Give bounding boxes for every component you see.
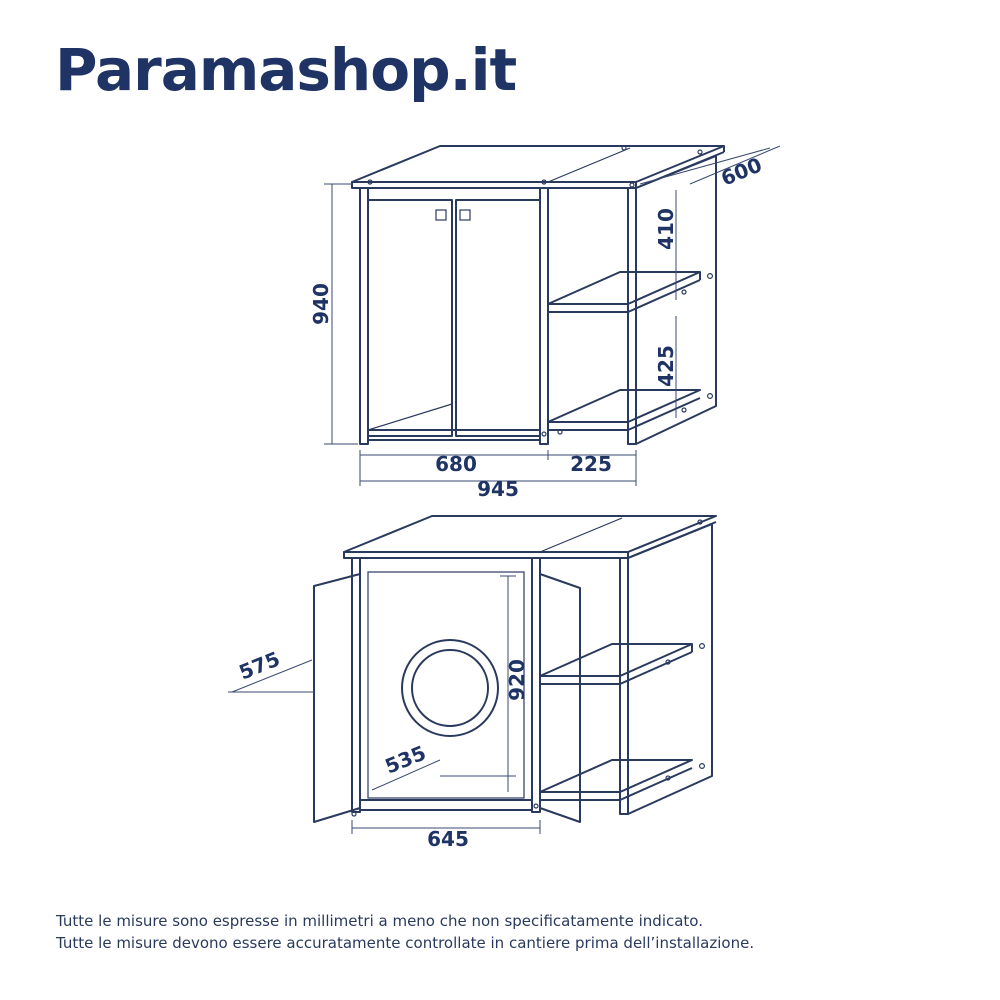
- brand-logo: Paramashop.it: [55, 36, 517, 104]
- inner-back: [367, 571, 525, 799]
- dim-shelf-width-225: 225: [570, 452, 612, 476]
- left-door-open: [313, 573, 361, 823]
- dim-lower-gap-425: 425: [654, 345, 678, 387]
- note-units: Tutte le misure sono espresse in millime…: [56, 912, 703, 930]
- dim-door-575: 575: [236, 647, 284, 685]
- left-side-panel-open: [351, 557, 361, 813]
- bottom-plinth-open: [359, 799, 533, 811]
- cabinet-open-view: 575 920 535 645: [228, 515, 717, 851]
- upper-shelf: [547, 271, 701, 305]
- dim-inner-height-920: 920: [505, 659, 529, 701]
- top-slab-plan-open: [343, 515, 717, 553]
- door-handle-right: [459, 209, 471, 221]
- dim-cabinet-width-680: 680: [435, 452, 477, 476]
- cabinet-closed-view: 940 600 410 425 680 225 945: [309, 145, 781, 501]
- left-side-panel: [359, 187, 369, 445]
- right-side-panel-open: [619, 557, 629, 815]
- right-side-panel: [627, 187, 637, 445]
- dim-inner-depth-535: 535: [382, 741, 430, 779]
- right-side-depth-open: [627, 523, 713, 815]
- left-door: [367, 199, 453, 437]
- bottom-plinth: [367, 429, 541, 441]
- right-side-depth: [635, 155, 717, 445]
- divider-panel-open: [531, 557, 541, 813]
- door-handle-left: [435, 209, 447, 221]
- dim-inner-width-645: 645: [427, 827, 469, 851]
- dim-total-width-945: 945: [477, 477, 519, 501]
- divider-panel: [539, 187, 549, 445]
- dim-depth-600: 600: [718, 153, 766, 191]
- note-verify: Tutte le misure devono essere accuratame…: [56, 934, 755, 952]
- washing-machine-porthole: [401, 639, 499, 737]
- top-slab-edge: [351, 181, 637, 189]
- dim-upper-gap-410: 410: [654, 208, 678, 250]
- dim-height-940: 940: [309, 283, 333, 325]
- notes: Tutte le misure sono espresse in millime…: [56, 910, 754, 954]
- right-door-open: [539, 573, 581, 823]
- right-door: [455, 199, 541, 437]
- lower-shelf: [547, 389, 701, 423]
